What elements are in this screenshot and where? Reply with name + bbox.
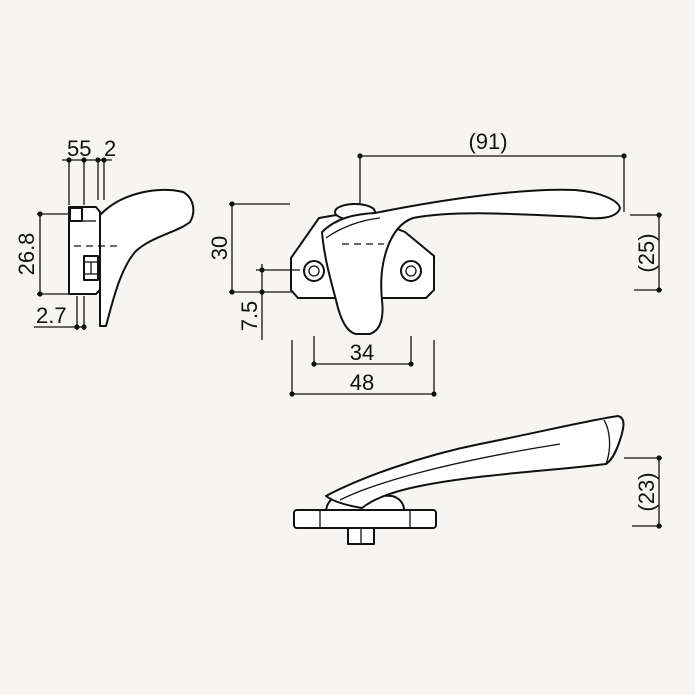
front-overall-width-dim: (91)	[468, 129, 507, 154]
side-view: 55 2 26.8 2.7	[14, 136, 195, 330]
side-height-dim: 26.8	[14, 233, 39, 276]
front-view: (91) 30 7.5 (25)	[207, 129, 662, 397]
side-top-dim-b: 2	[104, 136, 116, 161]
front-hole-spacing-dim: 34	[350, 340, 374, 365]
side-top-dim-a: 55	[67, 136, 91, 161]
front-height-right-dim: (25)	[634, 233, 659, 272]
bottom-height-dim: (23)	[634, 472, 659, 511]
front-base-width-dim: 48	[350, 370, 374, 395]
front-offset-dim: 7.5	[237, 301, 262, 332]
side-base-dim: 2.7	[36, 303, 67, 328]
front-height-dim: 30	[207, 236, 232, 260]
bottom-view: (23)	[293, 415, 662, 545]
